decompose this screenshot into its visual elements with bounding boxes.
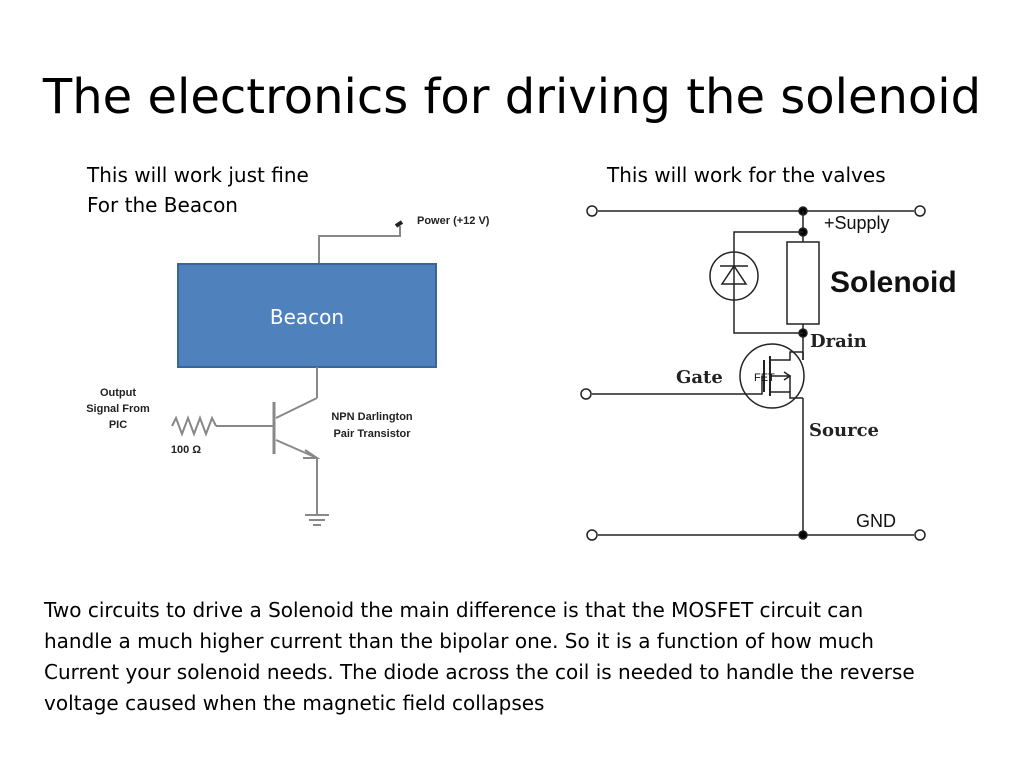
transistor-emitter (275, 439, 318, 459)
gate-terminal (580, 388, 592, 400)
gate-wire (592, 376, 763, 395)
supply-terminal-left (586, 205, 598, 217)
source-label: Source (809, 420, 879, 441)
input-label-line-3: PIC (109, 419, 127, 431)
power-terminal (394, 220, 404, 228)
explanation-line-3: Current your solenoid needs. The diode a… (44, 660, 915, 684)
bipolar-circuit (171, 220, 437, 526)
power-wire (318, 226, 401, 263)
ground-node (798, 530, 808, 540)
explanation-line-2: handle a much higher current than the bi… (44, 629, 874, 653)
transistor-collector (275, 397, 318, 419)
mosfet-labels: +Supply Solenoid Drain Gate FET Source G… (676, 213, 957, 531)
mosfet-circuit (580, 205, 926, 541)
input-label-line-1: Output (100, 387, 136, 399)
transistor-label-line-2: Pair Transistor (333, 428, 411, 440)
right-caption: This will work for the valves (607, 163, 886, 187)
emitter-arrow (303, 449, 321, 459)
solenoid-coil (786, 241, 820, 325)
left-caption: This will work just fine For the Beacon (87, 160, 309, 220)
page-title: The electronics for driving the solenoid (42, 69, 982, 125)
fet-arrow (783, 371, 792, 381)
drain-label: Drain (810, 331, 867, 352)
solenoid-label: Solenoid (830, 266, 957, 299)
fet-source-lead (770, 391, 803, 399)
left-caption-line-2: For the Beacon (87, 193, 238, 217)
left-caption-line-1: This will work just fine (87, 163, 309, 187)
supply-label: +Supply (824, 213, 890, 233)
transistor-label-line-1: NPN Darlington (331, 411, 413, 423)
beacon-load-box (177, 263, 437, 368)
bipolar-labels: Power (+12 V) Beacon Output Signal From … (86, 215, 490, 456)
ground-terminal-right (914, 529, 926, 541)
input-label-line-2: Signal From (86, 403, 150, 415)
resistor-zigzag (171, 415, 217, 437)
power-label: Power (+12 V) (417, 215, 490, 227)
explanation-text: Two circuits to drive a Solenoid the mai… (44, 595, 984, 719)
fet-drain-lead (770, 351, 803, 361)
explanation-line-1: Two circuits to drive a Solenoid the mai… (44, 598, 864, 622)
ground-symbol (305, 514, 329, 526)
explanation-line-4: voltage caused when the magnetic field c… (44, 691, 545, 715)
gate-label: Gate (676, 367, 723, 388)
beacon-label: Beacon (270, 305, 344, 329)
fet-label: FET (754, 372, 775, 384)
gnd-label: GND (856, 511, 896, 531)
ground-terminal-left (586, 529, 598, 541)
resistor-label: 100 Ω (171, 444, 201, 456)
supply-terminal-right (914, 205, 926, 217)
